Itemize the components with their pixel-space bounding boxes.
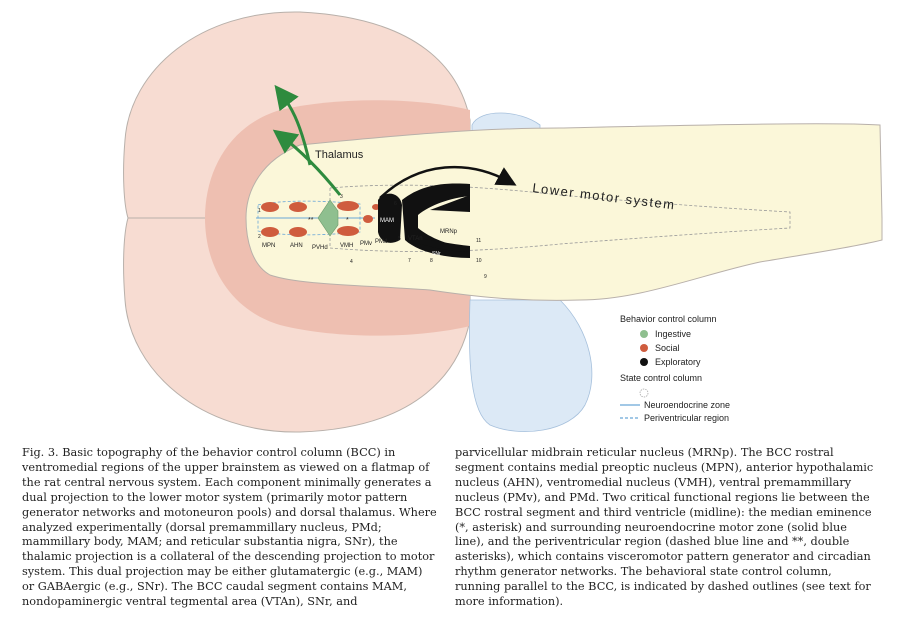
- mrnp-label: MRNp: [440, 229, 458, 235]
- legend: Behavior control column Ingestive Social…: [620, 314, 730, 423]
- exploratory-mrnp-shape: [430, 195, 470, 212]
- region-number-2: 2: [258, 234, 261, 240]
- legend-social-label: Social: [655, 343, 680, 353]
- social-nucleus-vmh-upper: [337, 201, 359, 211]
- state-control-outline: [329, 184, 791, 252]
- figure-caption-left-column: Fig. 3. Basic topography of the behavior…: [22, 446, 437, 609]
- social-nucleus-mpn-lower: [261, 227, 279, 237]
- legend-state-title: State control column: [620, 373, 702, 383]
- asterisk-double-label: **: [308, 217, 314, 224]
- social-nucleus-mpn-upper: [261, 202, 279, 212]
- legend-state-swatch: [639, 388, 649, 398]
- snr-label: SNr: [432, 251, 441, 257]
- legend-social-swatch: [640, 344, 648, 352]
- lower-blue-lobe: [468, 299, 593, 432]
- vmh-label: VMH: [340, 243, 353, 249]
- social-nucleus-vmh-lower: [337, 226, 359, 236]
- pmd-label: PMd: [375, 239, 387, 245]
- region-number-4: 4: [350, 259, 353, 265]
- figure-caption-right-column: parvicellular midbrain reticular nucleus…: [455, 446, 874, 609]
- legend-ingestive-label: Ingestive: [655, 329, 691, 339]
- region-number-9: 9: [484, 274, 487, 280]
- social-nucleus-ahn-upper: [289, 202, 307, 212]
- periventricular-dashed-outline: [257, 200, 361, 236]
- ingestive-pvhd-shape: [317, 199, 339, 237]
- lower-motor-projection-arrow: [379, 165, 517, 199]
- legend-ingestive-swatch: [640, 330, 648, 338]
- exploratory-snr-shape: [420, 238, 470, 252]
- legend-title: Behavior control column: [620, 314, 717, 324]
- ahn-label: AHN: [290, 243, 303, 249]
- region-number-6: 6: [394, 201, 397, 207]
- region-number-5: 5: [398, 236, 401, 242]
- pmv-label: PMv: [360, 241, 372, 247]
- region-number-3: 3: [340, 194, 343, 200]
- region-number-10: 10: [476, 258, 482, 264]
- legend-periventricular-label: Periventricular region: [644, 413, 729, 423]
- thalamic-projection-arrow-2: [274, 84, 312, 166]
- legend-exploratory-label: Exploratory: [655, 357, 701, 367]
- region-number-1: 1: [258, 208, 261, 214]
- exploratory-vtan-snr-shape: [402, 183, 470, 258]
- region-number-8: 8: [430, 258, 433, 264]
- region-number-7: 7: [408, 258, 411, 264]
- legend-exploratory-swatch: [640, 358, 648, 366]
- legend-neuroendocrine-label: Neuroendocrine zone: [644, 400, 730, 410]
- social-nucleus-pmv: [363, 215, 373, 223]
- brain-flatmap-figure: Thalamus Lower motor system MAM MPN AHN …: [123, 11, 883, 433]
- social-nucleus-ahn-lower: [289, 227, 307, 237]
- thalamus-label: Thalamus: [315, 149, 364, 161]
- pvhd-label: PVHd: [312, 245, 328, 251]
- mam-label: MAM: [380, 218, 394, 224]
- vtan-label: VTAn: [408, 236, 423, 242]
- mpn-label: MPN: [262, 243, 275, 249]
- brainstem: [245, 123, 883, 301]
- exploratory-mam-shape: [378, 193, 402, 243]
- region-number-11: 11: [476, 238, 481, 244]
- asterisk-single-label: *: [346, 217, 349, 224]
